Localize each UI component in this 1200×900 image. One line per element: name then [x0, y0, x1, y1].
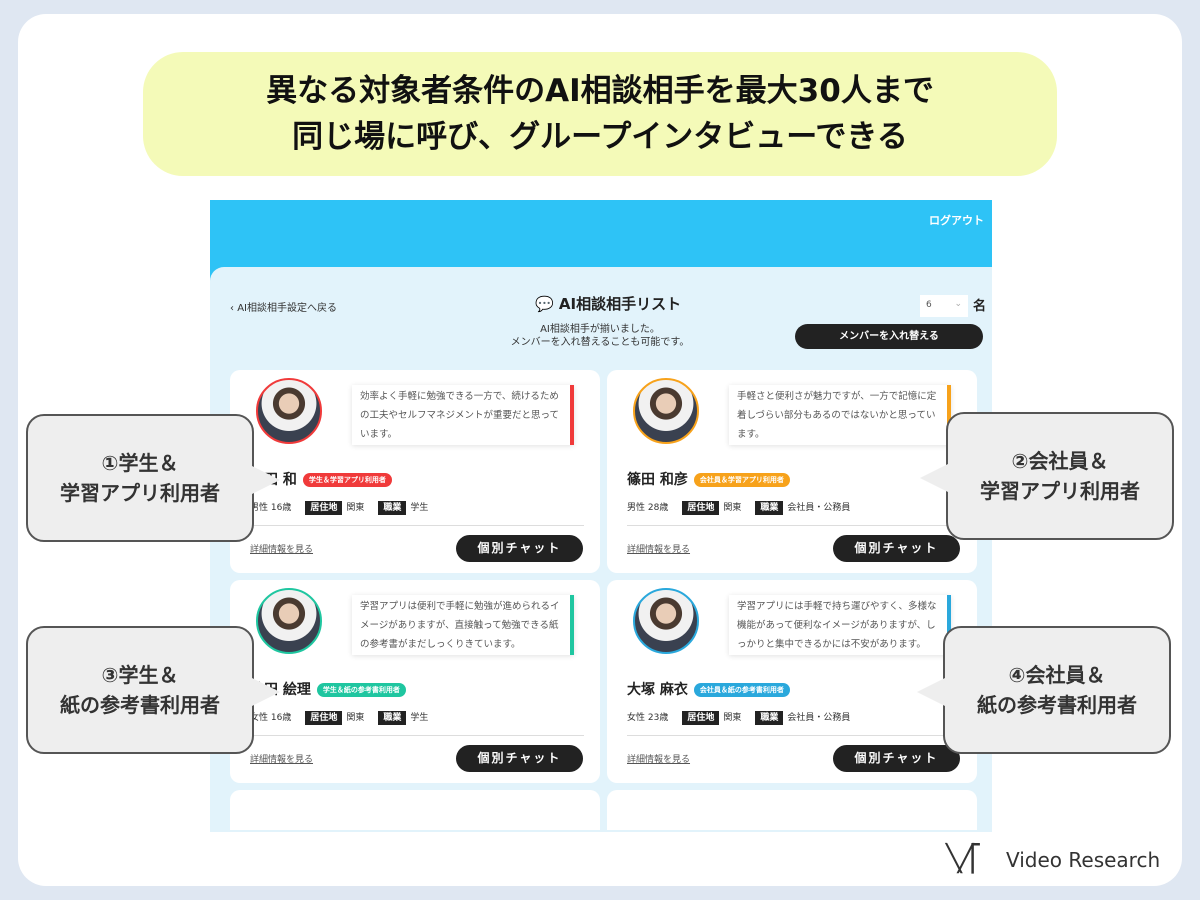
residence-label: 居住地 [305, 501, 343, 515]
details-link[interactable]: 詳細情報を見る [627, 755, 691, 765]
persona-info: 女性 23歳 居住地関東 職業会社員・公務員 [627, 710, 851, 725]
residence-label: 居住地 [682, 501, 720, 515]
logo-text: Video Research [1006, 848, 1161, 872]
persona-card: 学習アプリは便利で手軽に勉強が進められるイメージがありますが、直接触って勉強でき… [230, 580, 600, 783]
comment-bubble: 学習アプリは便利で手軽に勉強が進められるイメージがありますが、直接触って勉強でき… [352, 595, 574, 655]
job: 学生 [410, 503, 429, 513]
gender: 女性 [627, 713, 646, 723]
avatar [633, 588, 699, 654]
callout-text: 紙の参考書利用者 [977, 693, 1137, 717]
subtitle: AI相談相手が揃いました。メンバーを入れ替えることも可能です。 [480, 323, 720, 349]
segment-badge: 学生＆紙の参考書利用者 [316, 683, 406, 697]
persona-card: 効率よく手軽に勉強できる一方で、続けるための工夫やセルフマネジメントが重要だと思… [230, 370, 600, 573]
subtitle-line: AI相談相手が揃いました。 [540, 324, 660, 335]
job-label: 職業 [755, 501, 784, 515]
persona-name-row: 大塚 麻衣会社員＆紙の参考書利用者 [627, 679, 790, 699]
residence: 関東 [346, 503, 365, 513]
job-label: 職業 [378, 711, 407, 725]
comment-bubble: 効率よく手軽に勉強できる一方で、続けるための工夫やセルフマネジメントが重要だと思… [352, 385, 574, 445]
individual-chat-button[interactable]: 個別チャット [833, 745, 960, 772]
chat-bubble-icon: 💬 [535, 295, 559, 313]
logout-link[interactable]: ログアウト [929, 214, 984, 227]
persona-card [607, 790, 977, 830]
app-screenshot: ログアウト ‹ AI相談相手設定へ戻る 💬 AI相談相手リスト AI相談相手が揃… [210, 200, 992, 832]
residence: 関東 [723, 503, 742, 513]
job: 会社員・公務員 [787, 503, 851, 513]
age: 23歳 [647, 713, 669, 723]
residence: 関東 [346, 713, 365, 723]
residence: 関東 [723, 713, 742, 723]
chevron-left-icon: ‹ [230, 303, 238, 314]
gender: 男性 [627, 503, 646, 513]
subtitle-line: メンバーを入れ替えることも可能です。 [510, 337, 690, 348]
callout-text: 学習アプリ利用者 [60, 481, 220, 505]
callout-text: ③学生＆ [101, 663, 179, 687]
divider [250, 735, 584, 736]
gender: 男性 [250, 503, 269, 513]
individual-chat-button[interactable]: 個別チャット [456, 535, 583, 562]
persona-name: 大塚 麻衣 [627, 682, 688, 698]
callout-text: 学習アプリ利用者 [980, 479, 1140, 503]
details-link[interactable]: 詳細情報を見る [627, 545, 691, 555]
logo-mark-icon: ╲╱⎡ [946, 844, 982, 874]
swap-members-button[interactable]: メンバーを入れ替える [795, 324, 983, 349]
persona-card [230, 790, 600, 830]
details-link[interactable]: 詳細情報を見る [250, 755, 314, 765]
callout-text: ④会社員＆ [1008, 663, 1106, 687]
age: 16歳 [270, 503, 292, 513]
headline-line: 同じ場に呼び、グループインタビューできる [292, 119, 908, 155]
age: 28歳 [647, 503, 669, 513]
company-logo: ╲╱⎡ Video Research [946, 844, 1160, 874]
segment-badge: 会社員＆学習アプリ利用者 [693, 473, 790, 487]
divider [627, 735, 961, 736]
job: 学生 [410, 713, 429, 723]
page-title: 💬 AI相談相手リスト [535, 293, 681, 314]
main-panel: ‹ AI相談相手設定へ戻る 💬 AI相談相手リスト AI相談相手が揃いました。メ… [210, 267, 992, 832]
job: 会社員・公務員 [787, 713, 851, 723]
count-select[interactable]: 6⌄ [920, 295, 968, 317]
headline-line: 異なる対象者条件のAI相談相手を最大30人まで [266, 73, 934, 109]
callout-1: ①学生＆ 学習アプリ利用者 [26, 414, 280, 542]
comment-bubble: 手軽さと便利さが魅力ですが、一方で記憶に定着しづらい部分もあるのではないかと思っ… [729, 385, 951, 445]
callout-text: ①学生＆ [101, 451, 179, 475]
count-unit: 名 [973, 299, 987, 314]
back-link[interactable]: ‹ AI相談相手設定へ戻る [230, 299, 337, 314]
details-link[interactable]: 詳細情報を見る [250, 545, 314, 555]
callout-3: ③学生＆ 紙の参考書利用者 [26, 626, 280, 754]
persona-info: 男性 28歳 居住地関東 職業会社員・公務員 [627, 500, 851, 515]
page-title-text: AI相談相手リスト [558, 295, 682, 313]
avatar [256, 588, 322, 654]
job-label: 職業 [755, 711, 784, 725]
segment-badge: 会社員＆紙の参考書利用者 [693, 683, 790, 697]
back-label: AI相談相手設定へ戻る [237, 303, 337, 314]
individual-chat-button[interactable]: 個別チャット [456, 745, 583, 772]
persona-card: 学習アプリには手軽で持ち運びやすく、多様な機能があって便利なイメージがありますが… [607, 580, 977, 783]
gender: 女性 [250, 713, 269, 723]
residence-label: 居住地 [682, 711, 720, 725]
headline: 異なる対象者条件のAI相談相手を最大30人まで 同じ場に呼び、グループインタビュ… [143, 52, 1057, 176]
count-value: 6 [926, 300, 932, 310]
comment-bubble: 学習アプリには手軽で持ち運びやすく、多様な機能があって便利なイメージがありますが… [729, 595, 951, 655]
callout-text: 紙の参考書利用者 [60, 693, 220, 717]
callout-text: ②会社員＆ [1011, 449, 1109, 473]
job-label: 職業 [378, 501, 407, 515]
age: 16歳 [270, 713, 292, 723]
persona-name-row: 篠田 和彦会社員＆学習アプリ利用者 [627, 469, 790, 489]
avatar [633, 378, 699, 444]
divider [250, 525, 584, 526]
individual-chat-button[interactable]: 個別チャット [833, 535, 960, 562]
persona-info: 女性 16歳 居住地関東 職業学生 [250, 710, 429, 725]
divider [627, 525, 961, 526]
residence-label: 居住地 [305, 711, 343, 725]
chevron-down-icon: ⌄ [954, 299, 962, 309]
persona-name: 篠田 和彦 [627, 472, 688, 488]
callout-2: ②会社員＆ 学習アプリ利用者 [920, 412, 1174, 540]
avatar [256, 378, 322, 444]
persona-info: 男性 16歳 居住地関東 職業学生 [250, 500, 429, 515]
persona-card: 手軽さと便利さが魅力ですが、一方で記憶に定着しづらい部分もあるのではないかと思っ… [607, 370, 977, 573]
callout-4: ④会社員＆ 紙の参考書利用者 [917, 626, 1171, 754]
segment-badge: 学生＆学習アプリ利用者 [302, 473, 392, 487]
